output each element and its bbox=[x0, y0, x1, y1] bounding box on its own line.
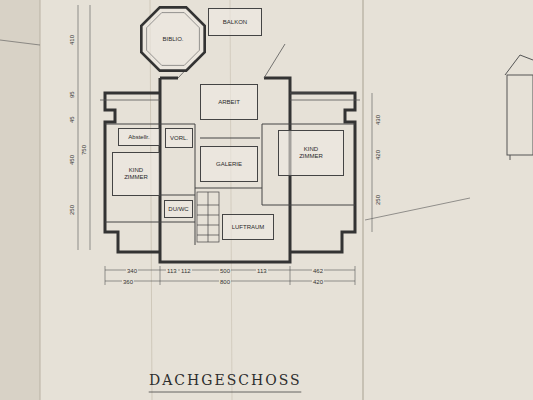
dimension-text: 462 bbox=[312, 268, 324, 274]
room-box: DU/WC bbox=[164, 200, 193, 218]
dimension-text: 420 bbox=[375, 149, 381, 161]
dimension-text: 500 bbox=[219, 268, 231, 274]
room-name: ARBEIT bbox=[217, 99, 241, 106]
room-name: DU/WC bbox=[167, 206, 189, 213]
room-name: LUFTRAUM bbox=[231, 224, 266, 231]
room-name: BIBLIO. bbox=[161, 36, 184, 43]
dimension-text: 420 bbox=[312, 279, 324, 285]
dimension-text: 360 bbox=[122, 279, 134, 285]
dimension-text: 112 bbox=[180, 268, 192, 274]
room-name: BALKON bbox=[222, 19, 248, 26]
outer-walls bbox=[105, 78, 355, 262]
drawing-title: DACHGESCHOSS bbox=[149, 372, 302, 388]
room-box: VORL. bbox=[165, 128, 193, 148]
interior-walls bbox=[105, 124, 355, 245]
room-box: ARBEIT bbox=[200, 84, 258, 120]
room-name: KIND bbox=[303, 146, 319, 153]
room-box: GALERIE bbox=[200, 146, 258, 182]
dimension-text: 113 bbox=[256, 268, 268, 274]
title-underline bbox=[149, 392, 302, 393]
paper-fold bbox=[230, 0, 232, 400]
dimension-text: 250 bbox=[375, 194, 381, 206]
room-box: KINDZIMMER bbox=[112, 152, 160, 196]
room-name: VORL. bbox=[169, 135, 189, 142]
staircase bbox=[197, 192, 219, 242]
dimension-text: 113 bbox=[166, 268, 178, 274]
dimension-text: 410 bbox=[69, 34, 75, 46]
room-box: LUFTRAUM bbox=[222, 214, 274, 240]
dimension-text: 450 bbox=[69, 154, 75, 166]
dimension-text: 250 bbox=[69, 204, 75, 216]
dimension-text: 800 bbox=[219, 279, 231, 285]
octagon-room: BIBLIO. bbox=[140, 6, 206, 72]
room-name: KIND bbox=[128, 167, 144, 174]
dimension-text: 45 bbox=[69, 115, 75, 124]
paper-fold bbox=[40, 0, 41, 400]
room-name: ZIMMER bbox=[123, 174, 149, 181]
paper-edge bbox=[0, 0, 40, 400]
room-box: Abstellr. bbox=[118, 128, 160, 146]
room-box: KINDZIMMER bbox=[278, 130, 344, 176]
room-name: Abstellr. bbox=[127, 134, 150, 141]
elevation-sketch bbox=[505, 55, 533, 160]
room-name: GALERIE bbox=[215, 161, 243, 168]
dimension-text: 430 bbox=[375, 114, 381, 126]
room-box: BALKON bbox=[208, 8, 262, 36]
dimension-lines bbox=[0, 5, 470, 285]
room-name: ZIMMER bbox=[298, 153, 324, 160]
dimension-text: 95 bbox=[69, 90, 75, 99]
dimension-text: 750 bbox=[81, 144, 87, 156]
dimension-text: 340 bbox=[126, 268, 138, 274]
paper-fold bbox=[362, 0, 364, 400]
